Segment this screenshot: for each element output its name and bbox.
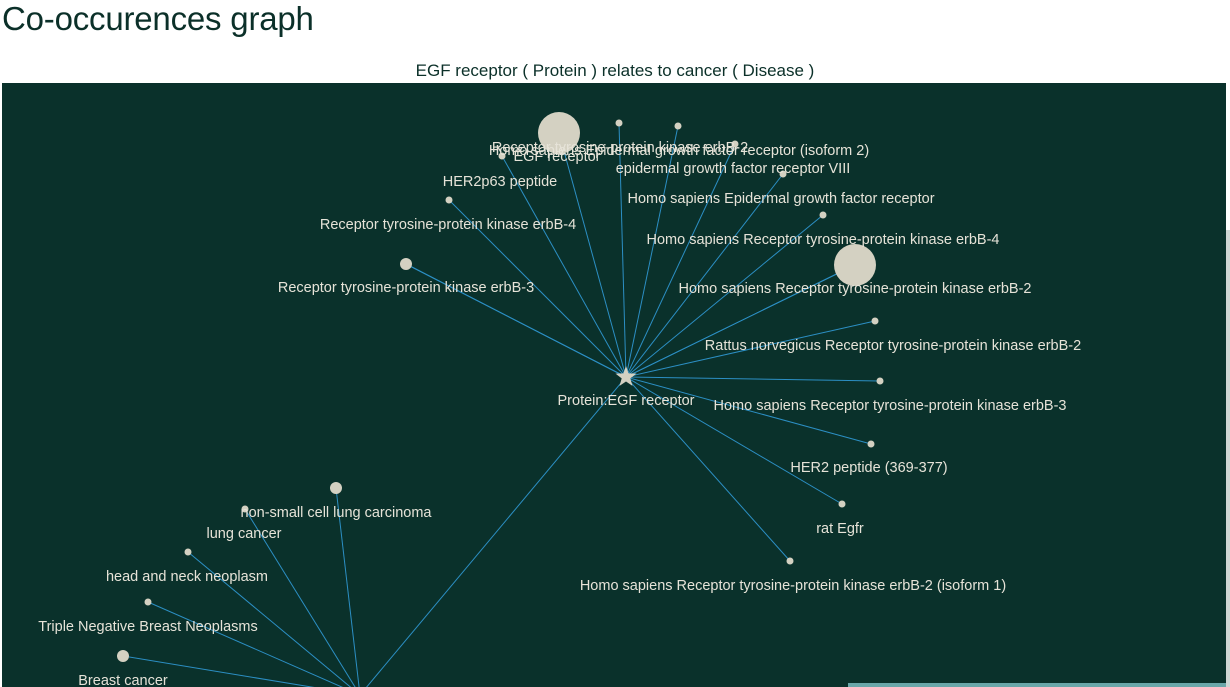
edge-protein: [625, 264, 856, 378]
edge-protein: [625, 376, 791, 562]
disease-node-label: Triple Negative Breast Neoplasms: [38, 619, 257, 635]
protein-node[interactable]: [615, 119, 623, 127]
page-title: Co-occurences graph: [2, 0, 314, 37]
protein-node-label: HER2p63 peptide: [443, 174, 557, 190]
disease-node[interactable]: [330, 482, 342, 494]
protein-node-label: Homo sapiens Receptor tyrosine-protein k…: [713, 398, 1066, 414]
center-node-label: Protein:EGF receptor: [558, 393, 695, 409]
protein-node-label: HER2 peptide (369-377): [790, 460, 947, 476]
protein-node-label: Receptor tyrosine-protein kinase erbB-3: [278, 280, 534, 296]
protein-node[interactable]: [876, 377, 884, 385]
protein-node-label: Homo sapiens Receptor tyrosine-protein k…: [678, 281, 1031, 297]
edges-layer: [122, 122, 881, 687]
edge-disease: [244, 508, 356, 687]
disease-node[interactable]: [144, 598, 152, 606]
disease-node-label: non-small cell lung carcinoma: [241, 505, 433, 521]
protein-node-label: Receptor tyrosine-protein kinase erbB-4: [320, 217, 576, 233]
edge-protein: [558, 132, 627, 378]
disease-node-label: Breast cancer: [78, 673, 168, 687]
edge-protein: [618, 122, 627, 378]
edge-protein: [625, 376, 881, 382]
edge-disease: [147, 601, 344, 687]
disease-node[interactable]: [184, 548, 192, 556]
protein-node[interactable]: [674, 122, 682, 130]
protein-node[interactable]: [819, 211, 827, 219]
protein-node[interactable]: [731, 140, 739, 148]
disease-node-label: head and neck neoplasm: [106, 569, 268, 585]
disease-node-label: lung cancer: [207, 526, 282, 542]
protein-node[interactable]: [538, 112, 580, 154]
vertical-scrollbar[interactable]: [1226, 230, 1230, 687]
edge-disease: [122, 655, 315, 687]
graph-svg[interactable]: Receptor tyrosine-protein kinase erbB-2H…: [2, 83, 1226, 687]
graph-caption: EGF receptor ( Protein ) relates to canc…: [415, 61, 815, 80]
star-icon[interactable]: [615, 366, 637, 386]
edge-protein: [625, 125, 679, 378]
protein-node-label: Rattus norvegicus Receptor tyrosine-prot…: [705, 338, 1081, 354]
protein-node[interactable]: [786, 557, 794, 565]
edge-center-to-disease-hub: [366, 376, 627, 687]
edge-disease: [335, 487, 360, 687]
edge-protein: [625, 376, 843, 505]
edge-protein: [625, 320, 876, 378]
protein-node-label: Homo sapiens Epidermal growth factor rec…: [627, 191, 934, 207]
protein-node[interactable]: [779, 170, 787, 178]
protein-node[interactable]: [400, 258, 412, 270]
protein-node[interactable]: [867, 440, 875, 448]
protein-node[interactable]: [838, 500, 846, 508]
protein-node-label: EGF receptor: [513, 149, 600, 165]
horizontal-scrollbar[interactable]: [848, 683, 1226, 687]
edge-disease: [187, 551, 352, 687]
edge-protein: [448, 199, 627, 378]
edge-protein: [405, 263, 627, 378]
labels-layer: Receptor tyrosine-protein kinase erbB-2H…: [38, 140, 1081, 687]
protein-node-label: Receptor tyrosine-protein kinase erbB-2: [492, 140, 748, 156]
edge-protein: [501, 155, 627, 378]
nodes-layer: [117, 112, 884, 662]
disease-node[interactable]: [117, 650, 129, 662]
protein-node-label: Homo sapiens Receptor tyrosine-protein k…: [646, 232, 999, 248]
edge-protein: [625, 173, 784, 378]
protein-node-label: Homo sapiens Receptor tyrosine-protein k…: [580, 578, 1006, 594]
protein-node[interactable]: [834, 244, 876, 286]
edge-protein: [625, 376, 872, 445]
protein-node[interactable]: [871, 317, 879, 325]
protein-node-label: epidermal growth factor receptor VIII: [616, 161, 851, 177]
protein-node-label: rat Egfr: [816, 521, 864, 537]
protein-node[interactable]: [445, 196, 453, 204]
disease-node[interactable]: [241, 505, 249, 513]
protein-node-label: Homo sapiens Epidermal growth factor rec…: [489, 143, 869, 159]
protein-node[interactable]: [498, 152, 506, 160]
edge-protein: [625, 214, 824, 378]
edge-protein: [625, 143, 736, 378]
